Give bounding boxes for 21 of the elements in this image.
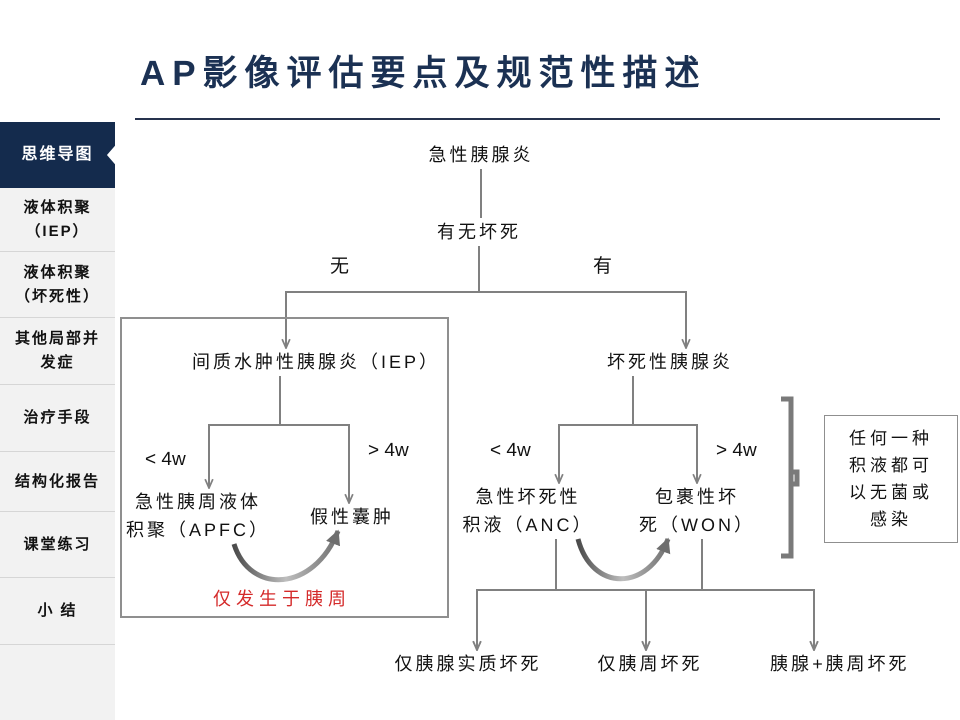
flow-text: 间质水肿性胰腺炎（IEP）	[188, 348, 444, 376]
arrow	[478, 246, 691, 349]
group-frame	[120, 317, 449, 618]
curved-arrow	[576, 538, 670, 582]
flow-text: 坏死性胰腺炎	[603, 348, 737, 376]
flow-text: 胰腺+胰周坏死	[768, 650, 912, 678]
flow-text: 包裹性坏死（WON）	[636, 483, 758, 539]
flow-text: 有无坏死	[427, 218, 531, 246]
curved-arrow	[232, 530, 340, 582]
flow-text: 假性囊肿	[307, 503, 397, 531]
flow-text: 仅胰腺实质坏死	[392, 650, 544, 678]
flow-text: 急性坏死性积液（ANC）	[460, 483, 596, 539]
flow-text: 仅胰周坏死	[595, 650, 705, 678]
note-box: 任何一种积液都可以无菌或感染	[824, 415, 958, 543]
flow-text: 急性胰周液体积聚（APFC）	[124, 488, 272, 544]
flow-text: 急性胰腺炎	[419, 141, 543, 169]
note-text: 仅发生于胰周	[213, 588, 351, 611]
slide-title: AP影像评估要点及规范性描述	[140, 53, 707, 95]
arrow	[632, 376, 702, 484]
connector-line	[480, 169, 482, 218]
active-nav-tab: 思维导图	[0, 122, 115, 188]
